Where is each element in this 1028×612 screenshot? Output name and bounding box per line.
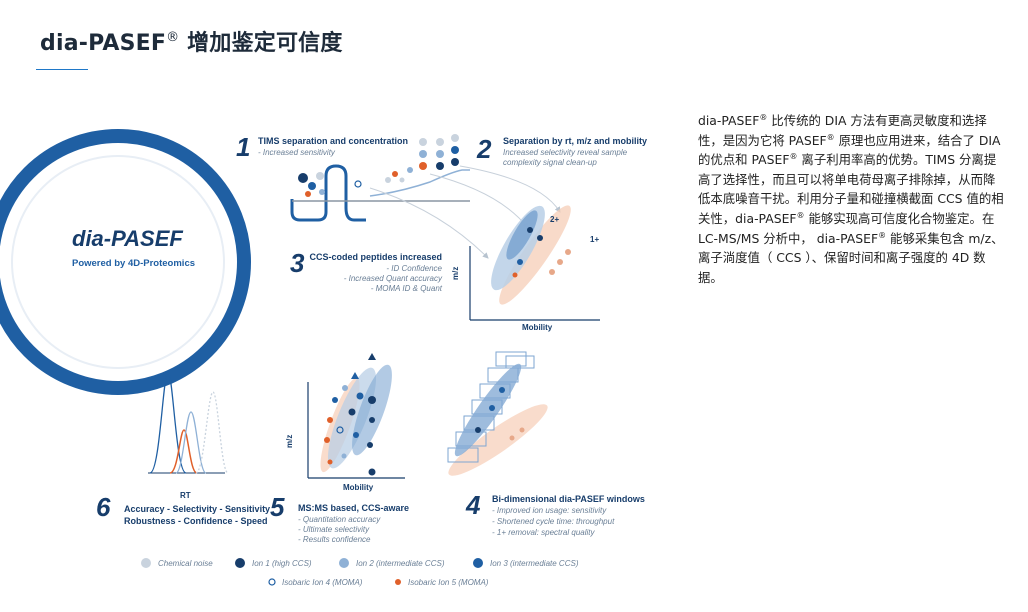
logo-brand: dia-PASEF bbox=[72, 226, 183, 251]
step-5: 5 MS:MS based, CCS-aware - Quantitation … bbox=[270, 492, 409, 544]
workflow-diagram: dia-PASEF Powered by 4D-Proteomics 1 TIM… bbox=[0, 129, 647, 587]
svg-text:Isobaric Ion 5 (MOMA): Isobaric Ion 5 (MOMA) bbox=[408, 578, 489, 587]
step-1-number: 1 bbox=[236, 132, 250, 162]
bottom-plot-x-label: Mobility bbox=[343, 483, 374, 492]
rt-chromatogram: RT bbox=[148, 371, 229, 500]
page-title: dia-PASEF® 增加鉴定可信度 bbox=[40, 30, 343, 56]
step-4-sub-2: - Shortened cycle time: throughput bbox=[492, 517, 615, 526]
svg-text:Chemical noise: Chemical noise bbox=[158, 559, 213, 568]
legend-item-isobaric-ion-5: Isobaric Ion 5 (MOMA) bbox=[395, 578, 489, 587]
legend-item-chemical-noise: Chemical noise bbox=[141, 558, 213, 568]
step-5-sub-3: - Results confidence bbox=[298, 535, 371, 544]
step-4: 4 Bi-dimensional dia-PASEF windows - Imp… bbox=[465, 490, 645, 537]
svg-text:Isobaric Ion 4 (MOMA): Isobaric Ion 4 (MOMA) bbox=[282, 578, 363, 587]
logo-tagline: Powered by 4D-Proteomics bbox=[72, 258, 195, 269]
step-6: 6 Accuracy - Selectivity - Sensitivity R… bbox=[96, 492, 270, 526]
step-2: 2 Separation by rt, m/z and mobility Inc… bbox=[476, 134, 647, 167]
legend-item-ion-2: Ion 2 (intermediate CCS) bbox=[339, 558, 445, 568]
legend-item-ion-3: Ion 3 (intermediate CCS) bbox=[473, 558, 579, 568]
step-4-number: 4 bbox=[465, 490, 481, 520]
step-4-sub-1: - Improved ion usage: sensitivity bbox=[492, 506, 607, 515]
step-4-title: Bi-dimensional dia-PASEF windows bbox=[492, 494, 645, 504]
step-3-sub-2: - Increased Quant accuracy bbox=[344, 274, 443, 283]
legend: Chemical noise Ion 1 (high CCS) Ion 2 (i… bbox=[141, 558, 579, 587]
mz-mobility-plot-bottom: m/z Mobility bbox=[285, 353, 405, 492]
legend-item-ion-1: Ion 1 (high CCS) bbox=[235, 558, 312, 568]
logo-ring: dia-PASEF Powered by 4D-Proteomics bbox=[0, 129, 251, 395]
bottom-plot-y-label: m/z bbox=[285, 435, 294, 448]
step-1-title: TIMS separation and concentration bbox=[258, 136, 408, 146]
step-5-sub-2: - Ultimate selectivity bbox=[298, 525, 370, 534]
step-3-title: CCS-coded peptides increased bbox=[309, 252, 442, 262]
rt-axis-label: RT bbox=[180, 491, 191, 500]
step-3-sub-1: - ID Confidence bbox=[386, 264, 442, 273]
step-1-sub: - Increased sensitivity bbox=[258, 148, 336, 157]
svg-text:Ion 2 (intermediate CCS): Ion 2 (intermediate CCS) bbox=[356, 559, 445, 568]
step-4-sub-3: - 1+ removal: spectral quality bbox=[492, 528, 595, 537]
dia-pasef-figure: dia-PASEF Powered by 4D-Proteomics 1 TIM… bbox=[0, 100, 670, 605]
charge-1plus-label: 1+ bbox=[590, 235, 599, 244]
title-underline bbox=[36, 69, 88, 70]
step-3: 3 CCS-coded peptides increased - ID Conf… bbox=[290, 248, 443, 293]
step-6-line-2: Robustness - Confidence - Speed bbox=[124, 516, 268, 526]
step-2-sub-1: Increased selectivity reveal sample bbox=[503, 148, 628, 157]
top-plot-x-label: Mobility bbox=[522, 323, 553, 332]
mz-mobility-plot-top: m/z Mobility 2+ 1+ bbox=[451, 205, 600, 332]
step-6-number: 6 bbox=[96, 492, 111, 522]
description-paragraph: dia-PASEF® 比传统的 DIA 方法有更高灵敏度和选择性，是因为它将 P… bbox=[698, 113, 1004, 285]
step-2-title: Separation by rt, m/z and mobility bbox=[503, 136, 647, 146]
step-2-number: 2 bbox=[476, 134, 492, 164]
step-1: 1 TIMS separation and concentration - In… bbox=[236, 132, 470, 222]
charge-2plus-label: 2+ bbox=[550, 215, 559, 224]
svg-text:Ion 1 (high CCS): Ion 1 (high CCS) bbox=[252, 559, 312, 568]
step-5-number: 5 bbox=[270, 492, 285, 522]
step-3-sub-3: - MOMA ID & Quant bbox=[371, 284, 443, 293]
svg-text:Ion 3 (intermediate CCS): Ion 3 (intermediate CCS) bbox=[490, 559, 579, 568]
legend-item-isobaric-ion-4: Isobaric Ion 4 (MOMA) bbox=[268, 578, 363, 587]
step-6-line-1: Accuracy - Selectivity - Sensitivity bbox=[124, 504, 270, 514]
step-5-title: MS:MS based, CCS-aware bbox=[298, 503, 409, 513]
top-plot-y-label: m/z bbox=[451, 267, 460, 280]
step-3-number: 3 bbox=[290, 248, 305, 278]
step-5-sub-1: - Quantitation accuracy bbox=[298, 515, 381, 524]
step-2-sub-2: complexity signal clean-up bbox=[503, 158, 597, 167]
dia-pasef-windows-plot bbox=[447, 351, 548, 476]
